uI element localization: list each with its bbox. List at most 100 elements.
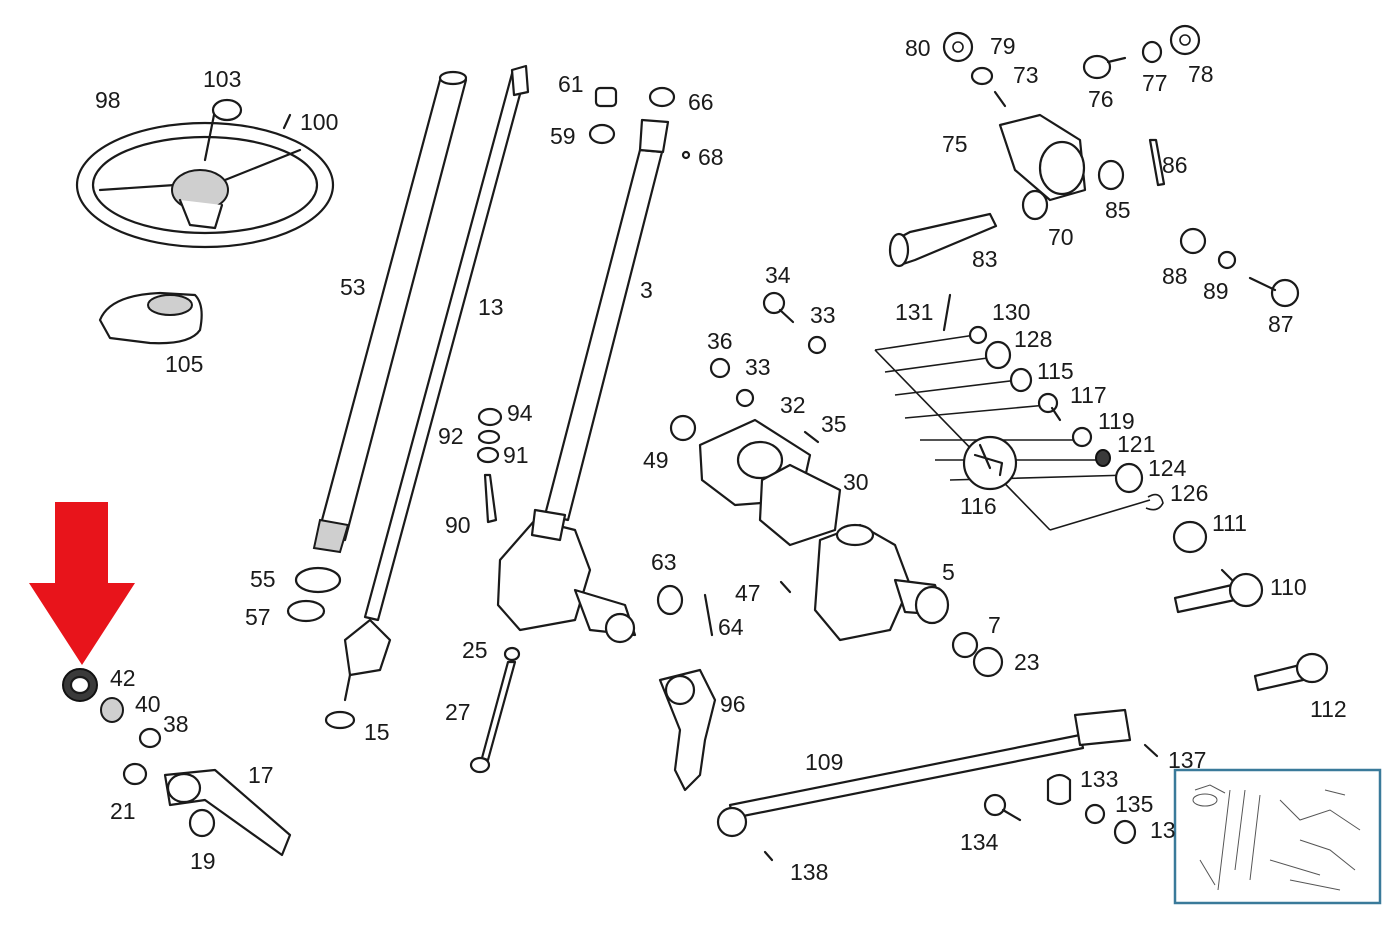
washer-89 bbox=[1217, 250, 1237, 270]
seal-23 bbox=[972, 646, 1004, 678]
stud-117 bbox=[1037, 392, 1062, 422]
arrow-down-icon bbox=[29, 502, 135, 665]
label-38: 38 bbox=[163, 711, 189, 737]
label-87: 87 bbox=[1268, 311, 1294, 337]
tie-rod-end-110 bbox=[1173, 568, 1264, 614]
label-78: 78 bbox=[1188, 61, 1214, 87]
label-116: 116 bbox=[960, 493, 997, 519]
label-117: 117 bbox=[1070, 382, 1107, 408]
label-25: 25 bbox=[462, 637, 488, 663]
universal-joint bbox=[343, 618, 392, 702]
label-80: 80 bbox=[905, 35, 931, 61]
label-61: 61 bbox=[558, 71, 584, 97]
ring-21 bbox=[122, 762, 148, 786]
label-32: 32 bbox=[780, 392, 806, 418]
nut-61 bbox=[594, 86, 618, 108]
bolt-90 bbox=[483, 473, 498, 524]
label-27: 27 bbox=[445, 699, 471, 725]
label-57: 57 bbox=[245, 604, 271, 630]
label-137: 137 bbox=[1168, 747, 1206, 773]
label-64: 64 bbox=[718, 614, 744, 640]
label-13b: 13 bbox=[1150, 817, 1176, 843]
label-33b: 33 bbox=[745, 354, 771, 380]
label-66: 66 bbox=[688, 89, 714, 115]
label-63: 63 bbox=[651, 549, 677, 575]
label-36: 36 bbox=[707, 328, 733, 354]
label-76: 76 bbox=[1088, 86, 1114, 112]
label-105: 105 bbox=[165, 351, 203, 377]
screw-47 bbox=[779, 580, 792, 594]
washer-91 bbox=[476, 446, 500, 464]
label-85: 85 bbox=[1105, 197, 1131, 223]
label-110: 110 bbox=[1270, 574, 1307, 600]
label-49: 49 bbox=[643, 447, 669, 473]
exploded-leader-lines bbox=[874, 334, 1151, 531]
bolt-27 bbox=[469, 660, 517, 774]
cotter-pin-86 bbox=[1148, 138, 1166, 187]
nut-66 bbox=[648, 86, 676, 108]
plug-111 bbox=[1172, 520, 1208, 554]
diagram-thumbnail[interactable] bbox=[1173, 768, 1382, 905]
coupling-15 bbox=[324, 710, 356, 730]
label-33a: 33 bbox=[810, 302, 836, 328]
pin-64 bbox=[703, 593, 714, 637]
label-23: 23 bbox=[1014, 649, 1040, 675]
nut-36 bbox=[709, 357, 731, 379]
screw-35 bbox=[803, 430, 820, 444]
pin-100 bbox=[282, 113, 292, 130]
label-112: 112 bbox=[1310, 696, 1347, 722]
screw-137 bbox=[1143, 743, 1159, 758]
bolt-76 bbox=[1082, 54, 1127, 80]
seal-42 bbox=[62, 668, 98, 702]
washer-33b bbox=[735, 388, 755, 408]
column-tube bbox=[543, 118, 670, 522]
diagram-thumbnail-icon bbox=[1192, 784, 1361, 891]
washer-80 bbox=[942, 31, 974, 63]
label-40: 40 bbox=[135, 691, 161, 717]
label-83: 83 bbox=[972, 246, 998, 272]
label-100: 100 bbox=[300, 109, 338, 135]
gasket-30 bbox=[758, 463, 842, 547]
horn-ring-assembly bbox=[98, 291, 203, 345]
drag-link-arm-17 bbox=[163, 768, 292, 857]
label-42: 42 bbox=[110, 665, 136, 691]
label-15: 15 bbox=[364, 719, 390, 745]
label-17: 17 bbox=[248, 762, 274, 788]
label-134: 134 bbox=[960, 829, 999, 855]
label-7: 7 bbox=[988, 612, 1001, 638]
highlight-arrow bbox=[29, 502, 135, 665]
pin-131 bbox=[942, 293, 952, 332]
washer-88 bbox=[1179, 227, 1207, 255]
label-94: 94 bbox=[507, 400, 533, 426]
label-98: 98 bbox=[95, 87, 121, 113]
nut-78 bbox=[1169, 24, 1201, 56]
clip-126 bbox=[1145, 493, 1164, 511]
washer-33a bbox=[807, 335, 827, 355]
steering-wheel bbox=[75, 108, 335, 249]
pin-68 bbox=[681, 150, 691, 160]
washer-92 bbox=[477, 429, 501, 445]
nut-13b bbox=[1113, 819, 1137, 845]
part-labels: 98 103 100 105 53 13 3 61 66 59 68 80 79… bbox=[95, 33, 1347, 885]
label-124: 124 bbox=[1148, 455, 1187, 481]
washer-55 bbox=[294, 566, 342, 594]
label-55: 55 bbox=[250, 566, 276, 592]
label-133: 133 bbox=[1080, 766, 1118, 792]
wrench-116 bbox=[962, 435, 1018, 491]
nut-63 bbox=[656, 584, 684, 616]
label-53: 53 bbox=[340, 274, 366, 300]
idler-bracket bbox=[998, 113, 1087, 221]
label-111: 111 bbox=[1212, 510, 1247, 536]
steering-box bbox=[813, 523, 950, 642]
ring-115 bbox=[1009, 367, 1033, 393]
label-30: 30 bbox=[843, 469, 869, 495]
nut-49 bbox=[669, 414, 697, 442]
label-96: 96 bbox=[720, 691, 746, 717]
washer-79 bbox=[970, 66, 994, 86]
bushing-19 bbox=[188, 808, 216, 838]
washer-130 bbox=[968, 325, 988, 345]
label-73: 73 bbox=[1013, 62, 1039, 88]
label-128: 128 bbox=[1014, 326, 1052, 352]
bolt-34 bbox=[762, 291, 795, 324]
nut-94 bbox=[477, 407, 503, 427]
